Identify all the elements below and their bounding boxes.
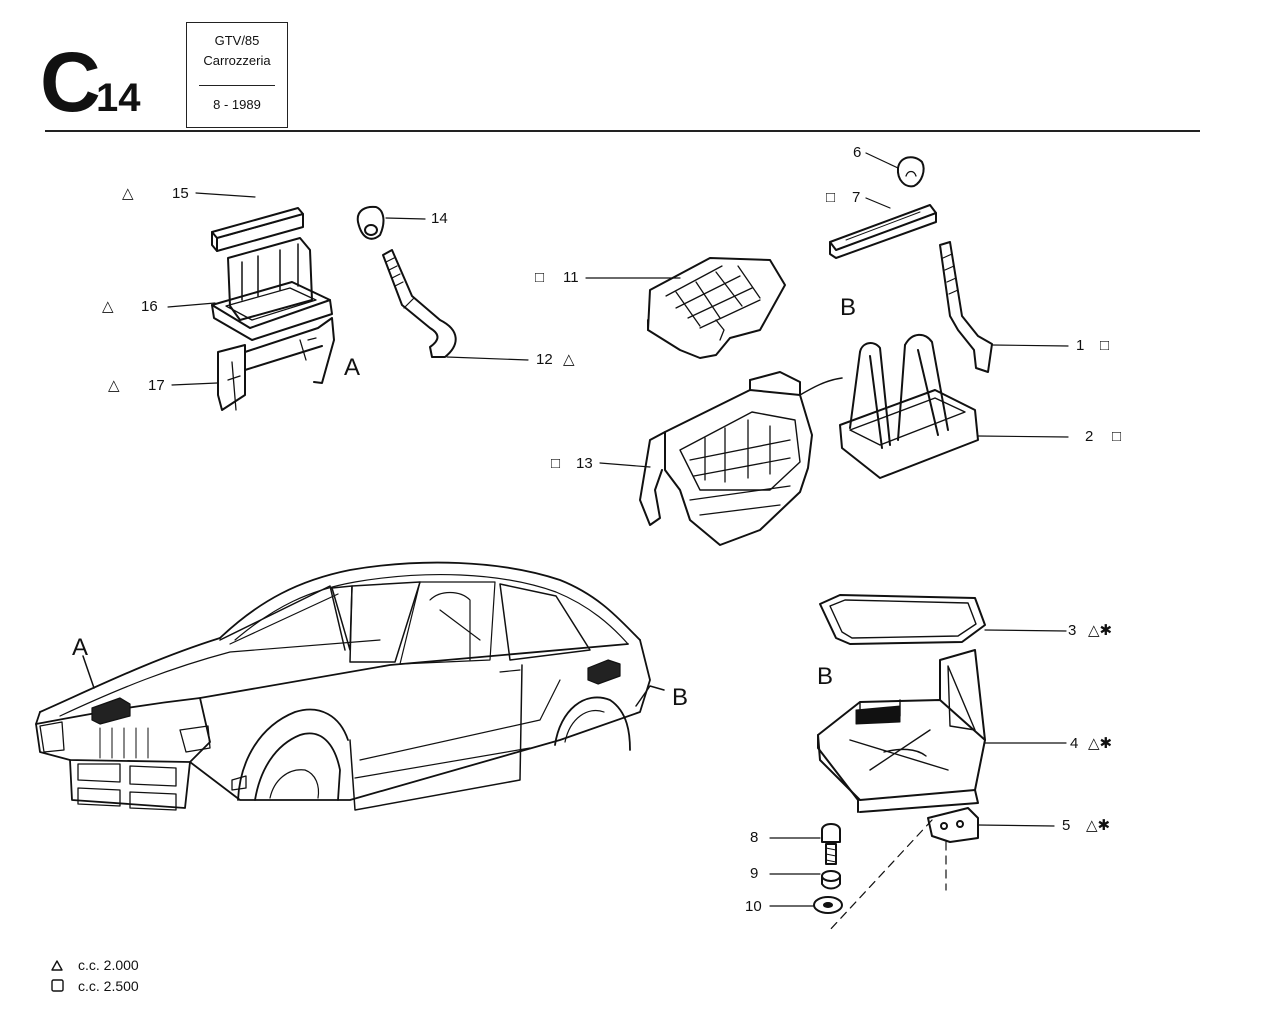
triangle-icon <box>51 960 63 971</box>
part-label-12: 12 <box>536 351 553 368</box>
part-5-clip <box>827 807 1055 933</box>
group-label: Carrozzeria <box>203 53 271 68</box>
marks-17: △ <box>108 377 120 394</box>
part-label-9: 9 <box>750 865 759 882</box>
marks-2: □ <box>1112 428 1122 445</box>
marks-15: △ <box>122 185 134 202</box>
part-13-tray <box>599 371 843 546</box>
section-number: 14 <box>96 76 141 120</box>
marks-4: △✱ <box>1088 735 1113 752</box>
part-1-rod <box>939 241 1069 373</box>
legend-text-2500: c.c. 2.500 <box>78 978 139 994</box>
part-10-washer <box>769 896 843 914</box>
marks-16: △ <box>102 298 114 315</box>
part-label-3: 3 <box>1068 622 1077 639</box>
marks-11: □ <box>535 269 545 286</box>
part-label-15: 15 <box>172 185 189 202</box>
part-16-housing <box>211 237 333 341</box>
marks-13: □ <box>551 455 561 472</box>
part-11-cover <box>585 257 786 359</box>
marks-7: □ <box>826 189 836 206</box>
part-label-11: 11 <box>563 269 579 286</box>
part-label-13: 13 <box>576 455 593 472</box>
part-9-washer <box>769 870 841 890</box>
marks-1: □ <box>1100 337 1110 354</box>
part-label-4: 4 <box>1070 735 1079 752</box>
part-15-lid <box>211 207 304 252</box>
part-label-8: 8 <box>750 829 759 846</box>
part-2-basket <box>839 333 1069 479</box>
section-letter: C <box>40 35 101 129</box>
part-3-frame <box>819 594 1067 645</box>
part-8-bolt <box>769 823 841 865</box>
header-rule <box>45 130 1200 132</box>
view-label-a: A <box>344 354 361 381</box>
part-label-2: 2 <box>1085 428 1094 445</box>
car-label-a: A <box>72 634 89 661</box>
car-label-b: B <box>672 684 689 711</box>
part-label-7: 7 <box>852 189 861 206</box>
part-4-base <box>817 649 1067 813</box>
view-label-b-lower: B <box>817 663 834 690</box>
car-body <box>35 561 665 811</box>
header-divider <box>199 85 275 86</box>
part-7-strip <box>829 197 937 259</box>
marks-12: △ <box>563 351 575 368</box>
header-box: GTV/85 Carrozzeria 8 - 1989 <box>186 22 288 128</box>
part-label-1: 1 <box>1076 337 1085 354</box>
square-icon <box>51 979 64 992</box>
part-label-14: 14 <box>431 210 448 227</box>
marks-5: △✱ <box>1086 817 1111 834</box>
part-6-nut <box>865 152 925 188</box>
part-12-rod <box>382 249 529 361</box>
legend-text-2000: c.c. 2.000 <box>78 957 139 973</box>
marks-3: △✱ <box>1088 622 1113 639</box>
part-label-17: 17 <box>148 377 165 394</box>
part-label-5: 5 <box>1062 817 1071 834</box>
model-label: GTV/85 <box>214 33 260 48</box>
part-14-cap <box>356 205 426 240</box>
part-label-10: 10 <box>745 898 762 915</box>
view-label-b: B <box>840 294 857 321</box>
part-label-16: 16 <box>141 298 158 315</box>
part-17-bracket <box>217 317 335 411</box>
part-label-6: 6 <box>853 144 862 161</box>
date-label: 8 - 1989 <box>213 97 261 112</box>
